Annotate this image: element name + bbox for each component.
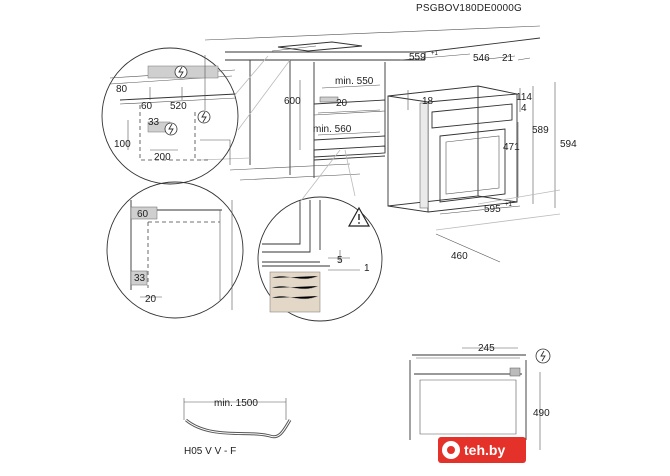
corner-detail-circle: [106, 181, 244, 319]
dim-490: 490: [533, 408, 550, 419]
dim-80: 80: [116, 84, 128, 95]
warning-triangle-icon: [347, 206, 371, 227]
socket-detail-circle: [101, 47, 239, 185]
dim-200: 200: [154, 152, 171, 163]
power-cable: [183, 398, 292, 439]
dim-20-corner: 20: [145, 294, 157, 305]
watermark-badge: teh.by: [438, 437, 526, 463]
power-plug-icon: [164, 122, 178, 136]
dim-33-corner: 33: [134, 273, 146, 284]
dim-595-tolerance: +1: [505, 202, 513, 208]
dim-60-socket: 60: [141, 101, 153, 112]
power-plug-icon: [197, 110, 211, 124]
power-plug-icon: [535, 348, 551, 364]
dim-595: 595: [484, 204, 501, 215]
dim-1: 1: [364, 263, 370, 274]
dim-33-socket: 33: [148, 117, 160, 128]
cable-type: H05 V V - F: [184, 446, 236, 457]
dim-559: 559: [409, 52, 426, 63]
cable-min-length: min. 1500: [214, 398, 258, 409]
dim-594: 594: [560, 139, 577, 150]
dim-min-550: min. 550: [335, 76, 374, 87]
dim-600: 600: [284, 96, 301, 107]
dim-589: 589: [532, 125, 549, 136]
dim-520: 520: [170, 101, 187, 112]
dim-471: 471: [503, 142, 520, 153]
dim-100: 100: [114, 139, 131, 150]
watermark-logo-icon: [442, 441, 460, 459]
dim-20-cabinet: 20: [336, 98, 348, 109]
dim-4: 4: [521, 103, 527, 114]
watermark-text: teh.by: [464, 442, 506, 458]
dim-546: 546: [473, 53, 490, 64]
power-plug-icon: [174, 65, 188, 79]
dim-min-560: min. 560: [313, 124, 352, 135]
dim-114: 114: [516, 92, 532, 103]
gap-detail-circle: [257, 196, 383, 322]
dim-245: 245: [478, 343, 495, 354]
dim-21: 21: [502, 53, 514, 64]
oven-front-view: [409, 347, 541, 450]
dim-460: 460: [451, 251, 468, 262]
dim-5: 5: [337, 255, 343, 266]
dim-60-corner: 60: [137, 209, 149, 220]
product-code: PSGBOV180DE0000G: [416, 3, 522, 14]
dim-559-tolerance: +1: [431, 51, 439, 57]
kitchen-cabinet: [199, 25, 541, 181]
oven-isometric: [387, 85, 518, 213]
dim-18: 18: [422, 96, 434, 107]
